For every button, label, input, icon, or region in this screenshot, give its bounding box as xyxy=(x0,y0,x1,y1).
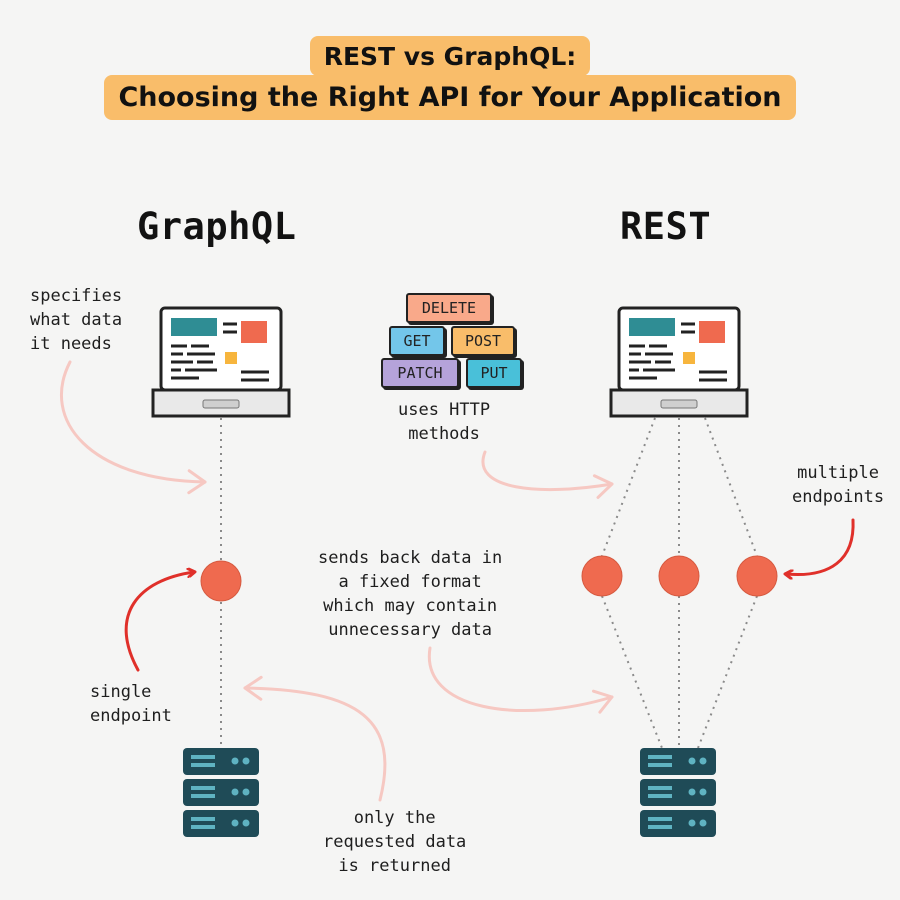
rest-endpoint-3 xyxy=(736,555,778,597)
method-chip-delete: DELETE xyxy=(406,293,492,323)
title-line-1: REST vs GraphQL: xyxy=(309,36,591,76)
rest-connectors xyxy=(601,417,758,749)
note-specifies: specifies what data it needs xyxy=(30,286,123,354)
graphql-laptop-icon xyxy=(151,306,291,418)
method-chip-post: POST xyxy=(451,326,515,356)
returned-arrow xyxy=(243,675,387,802)
rest-laptop-icon xyxy=(609,306,749,418)
title-block: REST vs GraphQL: Choosing the Right API … xyxy=(0,36,900,120)
graphql-heading: GraphQL xyxy=(137,205,297,248)
single-endpoint-arrow xyxy=(124,572,194,672)
title-line-2: Choosing the Right API for Your Applicat… xyxy=(104,75,796,120)
method-chip-put: PUT xyxy=(466,358,522,388)
multiple-endpoints-arrow xyxy=(786,518,855,575)
endpoints xyxy=(200,555,778,602)
rest-endpoint-1 xyxy=(581,555,623,597)
method-chip-patch: PATCH xyxy=(381,358,459,388)
methods-arrow xyxy=(481,450,614,499)
red-arrows xyxy=(124,518,855,672)
specifies-arrow xyxy=(60,360,207,495)
note-http-methods: uses HTTP methods xyxy=(398,400,491,444)
pink-arrows xyxy=(60,360,614,802)
rest-endpoint-2 xyxy=(658,555,700,597)
graphql-server-icon xyxy=(183,748,259,837)
graphql-endpoint xyxy=(200,560,242,602)
method-chip-get: GET xyxy=(389,326,445,356)
note-single-endpoint: single endpoint xyxy=(90,682,172,726)
fixed-format-arrow xyxy=(427,646,614,714)
note-fixed-format: sends back data in a fixed format which … xyxy=(318,548,503,640)
rest-heading: REST xyxy=(620,205,712,248)
note-multiple-endpoints: multiple endpoints xyxy=(792,463,885,507)
rest-server-icon xyxy=(640,748,716,837)
note-only-requested: only the requested data is returned xyxy=(323,808,467,876)
